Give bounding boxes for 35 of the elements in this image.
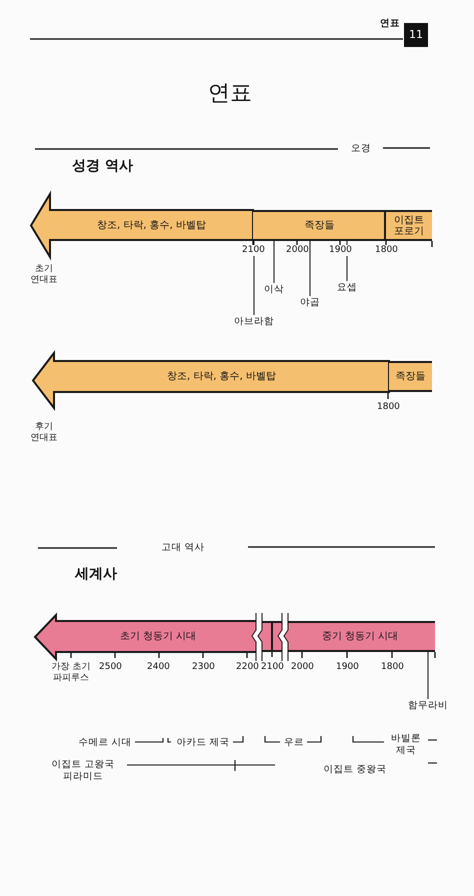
period-label: 이집트 중왕국 [322, 764, 388, 776]
period-label: 족장들 [304, 220, 334, 231]
event-label: 함무라비 [403, 700, 453, 711]
event-label: 아브라함 [229, 316, 279, 327]
header-label: 연표 [379, 18, 401, 30]
timeline-segment [253, 210, 386, 241]
period-label: 아카드 제국 [175, 737, 231, 748]
timeline-segment [34, 614, 260, 660]
period-label: 이집트 포로기 [393, 214, 425, 236]
period-label: 족장들 [396, 371, 426, 382]
section-heading: 세계사 [75, 566, 117, 582]
event-label: 요셉 [332, 282, 362, 293]
chronology-label: 후기 연대표 [30, 422, 58, 444]
timeline-segment [285, 621, 435, 652]
timeline-segment [389, 361, 432, 392]
section-heading: 성경 역사 [72, 158, 133, 174]
period-label: 바빌론 제국 [390, 733, 422, 756]
period-label: 창조, 타락, 홍수, 바벨탑 [166, 371, 276, 382]
event-label: 이삭 [259, 284, 289, 295]
year-label: 2100 [242, 245, 264, 256]
page-title: 연표 [207, 80, 253, 108]
period-label: 창조, 타락, 홍수, 바벨탑 [96, 220, 206, 230]
section-label: 오경 [350, 143, 372, 154]
period-label: 수메르 시대 [77, 737, 133, 748]
event-label: 야곱 [295, 297, 325, 308]
period-label: 중기 청동기 시대 [322, 631, 398, 642]
section-label: 고대 역사 [160, 542, 206, 554]
year-label: 1900 [329, 245, 351, 256]
timeline-segment [386, 210, 432, 241]
event-label: 가장 초기 파피루스 [50, 662, 92, 684]
chronology-label: 초기 연대표 [30, 264, 58, 286]
period-label: 초기 청동기 시대 [120, 631, 196, 642]
period-label: 우르 [283, 737, 305, 748]
page-number: 11 [404, 23, 428, 47]
period-label: 이집트 고왕국 피라미드 [50, 759, 116, 782]
